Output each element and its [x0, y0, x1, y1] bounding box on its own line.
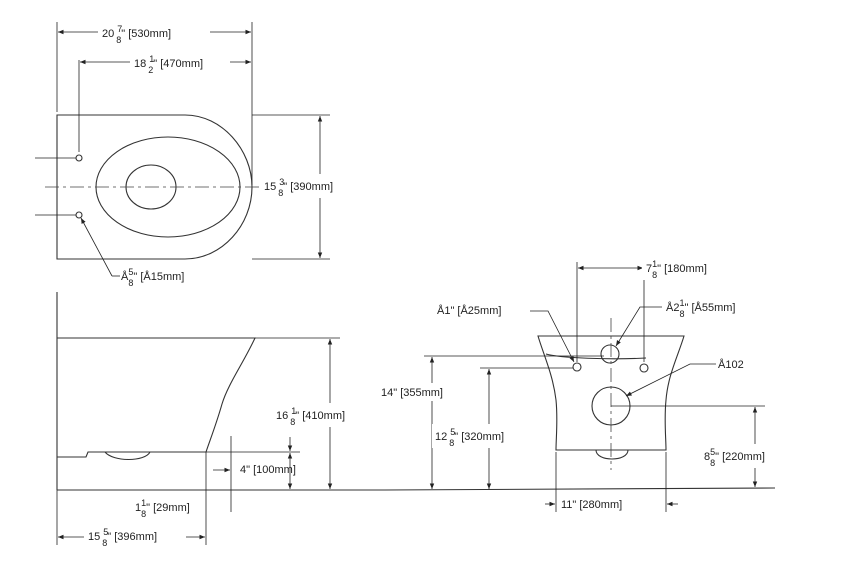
inlet-hole: [600, 344, 620, 364]
rear-view-outline: [537, 335, 685, 451]
dim-outlet-height: 4" [100mm]: [240, 464, 296, 476]
dim-small-hole: Å1" [Å25mm]: [437, 304, 501, 317]
seat-rim: [95, 136, 241, 238]
dim-bolt-height: 14" [355mm]: [381, 387, 443, 399]
bolt-hole-small: [572, 362, 582, 372]
side-view-outline: [57, 337, 256, 461]
rear-floor-line: [384, 487, 776, 491]
outlet-spigot: [595, 449, 629, 460]
dim-base-width: 11" [280mm]: [561, 499, 622, 511]
bolt-hole-upper: [75, 154, 83, 162]
bolt-hole-right: [639, 363, 649, 373]
bolt-hole-lower: [75, 211, 83, 219]
dim-outlet: Å102: [718, 358, 744, 371]
